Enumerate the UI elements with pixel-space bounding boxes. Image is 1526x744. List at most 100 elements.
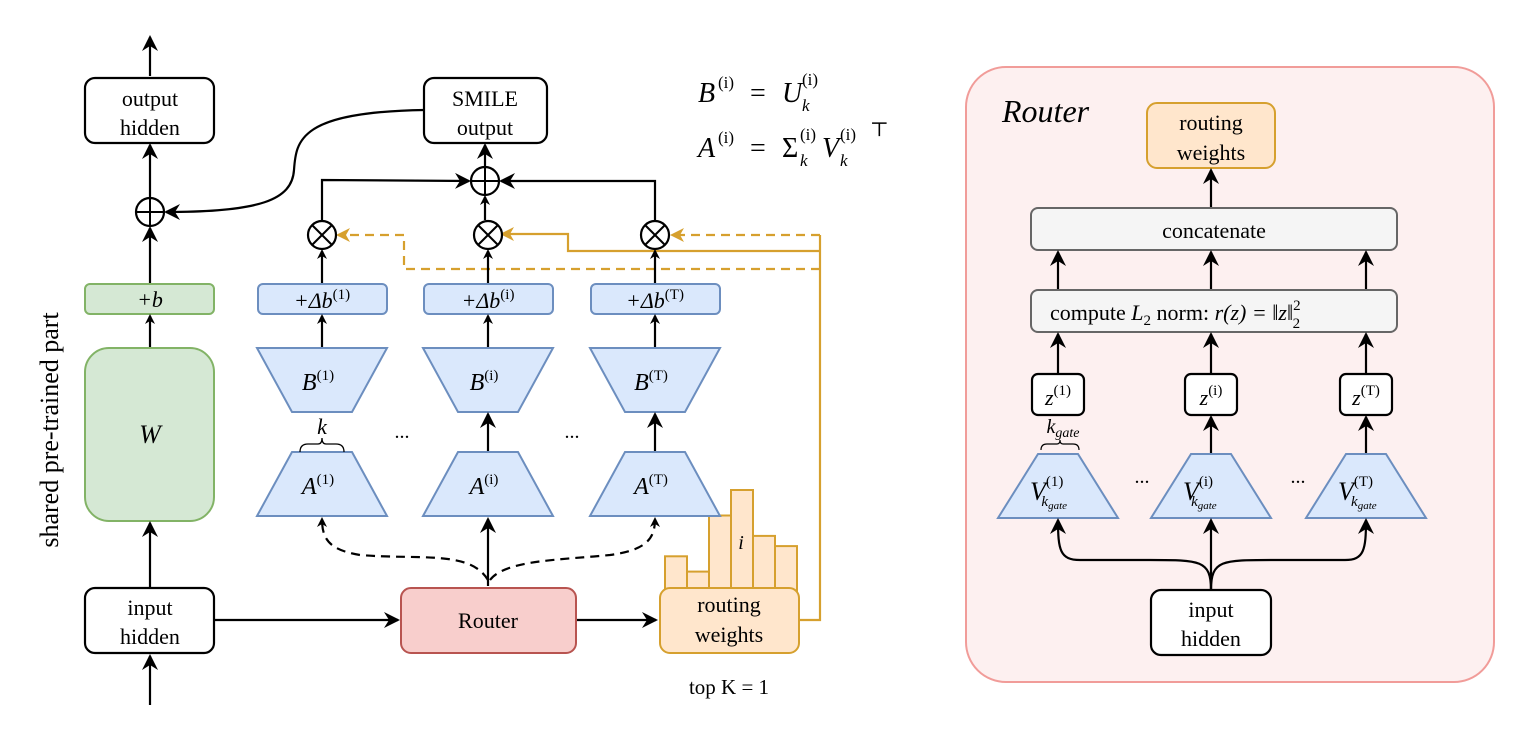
routing-weights-line1: routing: [697, 592, 761, 617]
V-kgate-label: V(1)kgate: [1030, 474, 1067, 512]
A-matrix-label: A(i): [468, 472, 499, 500]
multiply-node: [472, 219, 504, 251]
selected-expert-label: i: [738, 532, 744, 554]
z-label: z(1): [1044, 383, 1071, 410]
weight-label: W: [139, 420, 163, 449]
delta-bias-label: +Δb(i): [462, 287, 515, 313]
kgate-label: kgate: [1047, 416, 1080, 441]
eq2-v-sup: (i): [840, 125, 856, 144]
ellipsis-2: ...: [565, 421, 580, 443]
expert-column: +Δb(i) B(i) A(i): [421, 219, 555, 517]
B-matrix-block: B(T): [588, 347, 722, 413]
V-kgate-label: V(T)kgate: [1338, 474, 1377, 512]
eq1-equals: =: [750, 78, 766, 109]
expert-1-to-sum-line: [320, 172, 471, 221]
V-kgate-block: V(T)kgate: [1304, 453, 1428, 519]
kgate-brace: [1040, 439, 1080, 451]
rank-brace: [299, 437, 345, 453]
delta-bias-box: +Δb(i): [423, 283, 554, 315]
eq1-lhs-sup: (i): [718, 73, 734, 92]
z-label: z(i): [1199, 383, 1223, 410]
smile-to-sum-curve: [164, 108, 425, 220]
output-hidden-line1: output: [122, 86, 178, 111]
eq1-rhs-sup: (i): [802, 70, 818, 89]
router-label: Router: [458, 608, 519, 633]
router-rw-line2: weights: [1177, 140, 1245, 165]
routing-weight-bar: [774, 545, 798, 593]
z-box: z(1): [1030, 372, 1086, 417]
routing-weights-box: routing weights: [659, 587, 800, 654]
add-node-main: [134, 196, 166, 228]
router-to-A-T-dashed: [489, 517, 660, 581]
router-column: z(i) V(i)kgate: [1149, 332, 1273, 519]
B-matrix-block: B(i): [421, 347, 555, 413]
delta-bias-label: +Δb(T): [626, 287, 684, 313]
B-matrix-label: B(i): [470, 368, 499, 396]
ellipsis-1: ...: [395, 421, 410, 443]
router-rw-line1: routing: [1179, 110, 1243, 135]
routing-weight-bar: [708, 514, 732, 593]
multiply-node: [639, 219, 671, 251]
A-matrix-block: A(i): [421, 451, 555, 517]
expert-T-to-sum-line: [499, 173, 657, 221]
router-input-line1: input: [1188, 597, 1233, 622]
expert-column: +Δb(T) B(T) A(T): [588, 219, 722, 517]
router-ellipsis-1: ...: [1135, 466, 1150, 488]
rank-k-label: k: [317, 414, 328, 439]
delta-bias-box: +Δb(T): [590, 283, 721, 315]
eq1-rhs-sub: k: [802, 96, 810, 115]
add-node-experts: [469, 165, 501, 197]
bias-label: +b: [137, 287, 163, 312]
router-routing-weights-box: routing weights: [1146, 102, 1276, 169]
equations: B (i) = U (i) k A (i) = Σ (i) k V (i) k …: [696, 70, 889, 170]
eq2-transpose: ⊤: [870, 119, 889, 141]
eq2-equals: =: [750, 133, 766, 164]
V-kgate-label: V(i)kgate: [1183, 474, 1217, 512]
concatenate-label: concatenate: [1162, 218, 1266, 243]
z-label: z(T): [1351, 383, 1380, 410]
output-hidden-line2: hidden: [120, 115, 180, 140]
B-matrix-block: B(1): [255, 347, 389, 413]
eq2-sigma: Σ: [782, 133, 798, 164]
equation-B: B (i) = U (i) k: [698, 70, 818, 115]
bias-box: +b: [84, 283, 215, 315]
A-matrix-block: A(T): [588, 451, 722, 517]
routing-weight-to-expert-1: [336, 228, 820, 271]
router-input-hidden-box: input hidden: [1149, 588, 1273, 657]
left-panel: shared pre-trained part output hidden +b: [35, 35, 889, 705]
router-column: z(1) V(1)kgate: [996, 332, 1120, 519]
B-matrix-label: B(1): [302, 368, 334, 396]
A-matrix-block: A(1): [255, 451, 389, 517]
input-hidden-line1: input: [127, 595, 172, 620]
A-matrix-label: A(1): [300, 472, 334, 500]
shared-pretrained-label: shared pre-trained part: [35, 312, 64, 548]
smile-output-box: SMILE output: [422, 76, 549, 145]
router-box[interactable]: Router: [400, 587, 577, 654]
V-kgate-block: V(1)kgate: [996, 453, 1120, 519]
router-ellipsis-2: ...: [1291, 466, 1306, 488]
output-hidden-box: output hidden: [83, 76, 216, 145]
eq2-lhs: A: [696, 133, 716, 164]
routing-weight-bar: [664, 555, 688, 593]
routing-weight-bar: [752, 534, 776, 594]
input-hidden-line2: hidden: [120, 624, 180, 649]
equation-A: A (i) = Σ (i) k V (i) k ⊤: [696, 119, 889, 170]
eq2-v: V: [822, 133, 842, 164]
router-input-to-vT: [1209, 518, 1374, 591]
weight-matrix-box: W: [84, 347, 215, 522]
eq2-v-sub: k: [840, 151, 848, 170]
eq2-lhs-sup: (i): [718, 128, 734, 147]
eq2-sigma-sub: k: [800, 151, 808, 170]
concatenate-box: concatenate: [1030, 207, 1398, 251]
router-to-A-1-dashed: [317, 517, 489, 581]
top-k-label: top K = 1: [689, 675, 769, 699]
smile-output-line2: output: [457, 115, 513, 140]
routing-weight-to-expert-i: [500, 227, 820, 253]
delta-bias-box: +Δb(1): [257, 283, 388, 315]
routing-weights-line2: weights: [695, 622, 763, 647]
eq1-rhs: U: [782, 78, 804, 109]
router-panel-title: Router: [1001, 93, 1090, 129]
